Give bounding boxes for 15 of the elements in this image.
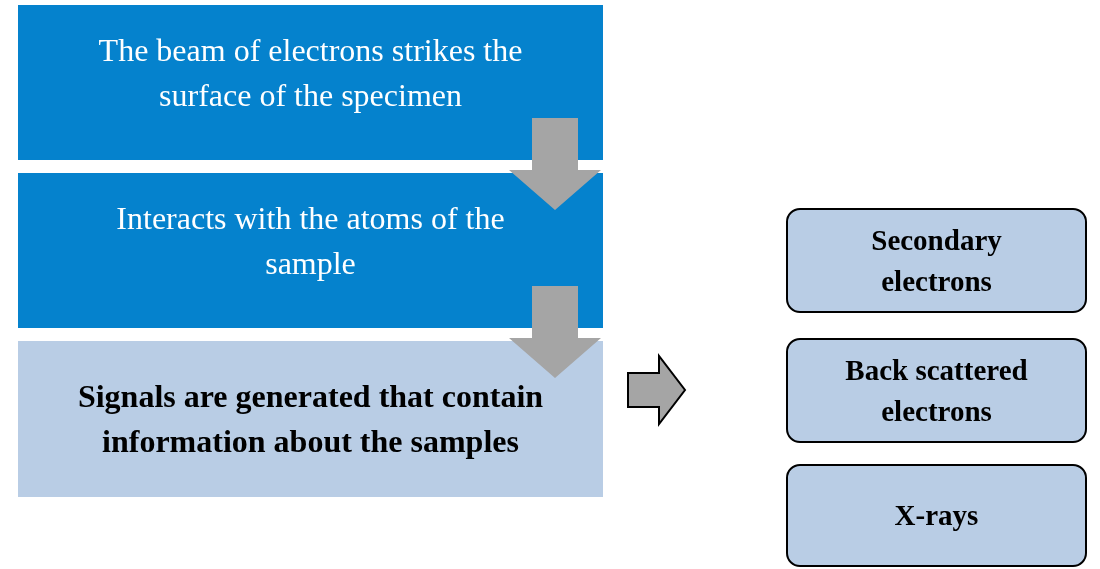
box-text: Interacts with the atoms of the sample bbox=[115, 198, 506, 283]
block-arrow bbox=[509, 118, 601, 210]
box-text: Signals are generated that contain information about the samples bbox=[76, 377, 545, 461]
process-box bbox=[786, 208, 1087, 313]
process-box bbox=[786, 338, 1087, 443]
box-text: Secondary electrons bbox=[870, 222, 1003, 299]
block-arrow bbox=[509, 286, 601, 378]
process-box bbox=[18, 173, 603, 328]
process-box bbox=[786, 464, 1087, 567]
process-box bbox=[18, 341, 603, 497]
box-text: Back scattered electrons bbox=[844, 352, 1029, 429]
block-arrow bbox=[627, 353, 687, 427]
box-text: The beam of electrons strikes the surface of the specimen bbox=[97, 30, 524, 115]
process-box bbox=[18, 5, 603, 160]
box-text: X-rays bbox=[894, 498, 979, 534]
